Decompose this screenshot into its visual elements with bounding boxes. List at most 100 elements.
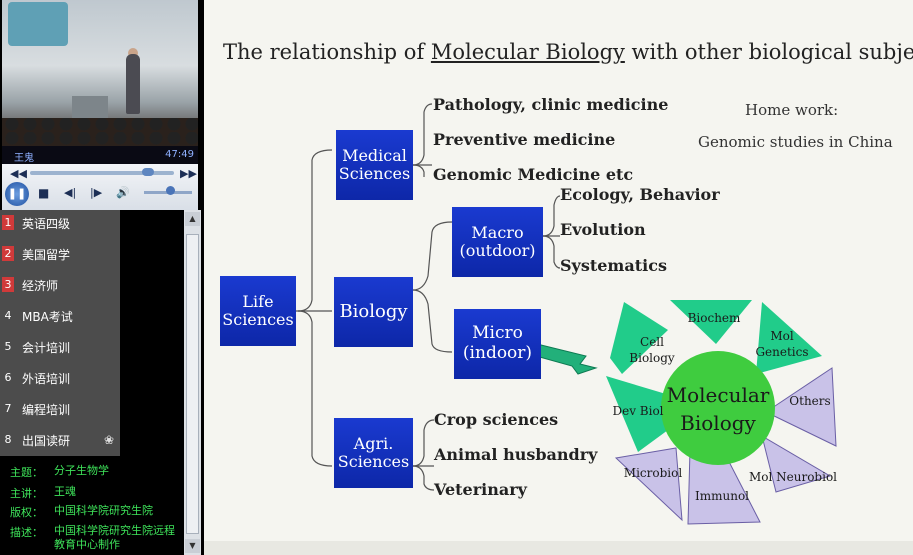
- podium: [72, 96, 108, 118]
- volume-icon[interactable]: 🔊: [116, 186, 130, 199]
- medical-item: Pathology, clinic medicine: [433, 95, 669, 114]
- homework-item: Genomic studies in China: [698, 133, 893, 151]
- medical-item: Preventive medicine: [433, 130, 616, 149]
- playlist-item[interactable]: 5 会计培训: [0, 336, 120, 367]
- playlist-item-label: MBA考试: [22, 310, 73, 324]
- video-frame[interactable]: [2, 0, 198, 146]
- info-bar: 王鬼 47:49: [2, 146, 198, 164]
- petal-label: Others: [789, 394, 830, 408]
- macro-item: Evolution: [560, 220, 646, 239]
- copyright-value: 中国科学院研究生院: [54, 504, 153, 517]
- lecturer-key: 主讲：: [10, 487, 43, 500]
- seek-bar[interactable]: [30, 171, 174, 175]
- pause-button[interactable]: ❚❚: [5, 182, 29, 206]
- fast-forward-icon[interactable]: ▶▶: [180, 167, 197, 180]
- petal-label: Biochem: [688, 311, 741, 325]
- playlist-gutter: [120, 210, 182, 456]
- lecture-hall-screen: [8, 2, 68, 46]
- lecturer-value: 王魂: [54, 485, 76, 498]
- next-icon[interactable]: |▶: [90, 186, 103, 199]
- medical-item: Genomic Medicine etc: [433, 165, 634, 184]
- macro-box: Macro (outdoor): [452, 207, 543, 277]
- playlist-item-number: 8: [4, 433, 12, 446]
- previous-icon[interactable]: ◀|: [64, 186, 77, 199]
- playlist-item-label: 会计培训: [22, 341, 71, 355]
- topic-key: 主题：: [10, 466, 43, 479]
- playlist-item[interactable]: 8 出国读研: [0, 429, 120, 460]
- player-controls: ◀◀ ▶▶ ❚❚ ■ ◀| |▶ 🔊: [2, 164, 198, 210]
- mol-genetics-petal: [756, 302, 822, 374]
- scroll-down-icon[interactable]: ▼: [185, 539, 200, 553]
- agri-item: Animal husbandry: [434, 445, 598, 464]
- cell-biology-petal: [610, 302, 668, 374]
- center-label-1: Molecular: [667, 383, 770, 407]
- playlist-item[interactable]: 1 英语四级: [0, 212, 120, 243]
- playlist-item-number: 5: [4, 340, 12, 353]
- petal-label: Microbiol: [624, 466, 683, 480]
- description-value: 中国科学院研究生院远程教育中心制作: [54, 524, 175, 551]
- playlist-item-number: 6: [4, 371, 12, 384]
- playlist-item-label: 出国读研: [22, 434, 71, 448]
- others-petal: [761, 434, 832, 493]
- elapsed-time: 47:49: [165, 149, 194, 160]
- audience: [2, 118, 198, 146]
- agri-sciences-box: Agri. Sciences: [334, 418, 413, 488]
- petal-label: Cell: [640, 335, 664, 349]
- microbiol-petal: [606, 376, 668, 452]
- dev-biol-petal: [764, 367, 837, 447]
- macro-item: Ecology, Behavior: [560, 185, 720, 204]
- playlist-item-number: 2: [2, 246, 14, 261]
- title-prefix: The relationship of: [223, 40, 431, 64]
- playlist-item[interactable]: 4 MBA考试: [0, 305, 120, 336]
- playlist-item-label: 编程培训: [22, 403, 71, 417]
- stop-icon[interactable]: ■: [38, 186, 50, 200]
- petal-label: Immunol: [695, 489, 749, 503]
- description-key: 描述：: [10, 526, 43, 539]
- molecular-biology-center: [661, 351, 775, 465]
- title-suffix: with other biological subjects: [631, 40, 913, 64]
- playlist-item[interactable]: 3 经济师: [0, 274, 120, 305]
- slide-bottom-bar: [204, 541, 913, 555]
- playlist-item[interactable]: 6 外语培训: [0, 367, 120, 398]
- scroll-up-icon[interactable]: ▲: [185, 212, 200, 226]
- playlist-item[interactable]: 2 美国留学: [0, 243, 120, 274]
- petal-label: Mol Neurobiol: [749, 470, 837, 484]
- homework-heading: Home work:: [745, 101, 839, 119]
- course-info: 主题：分子生物学 主讲：王魂 版权：中国科学院研究生院 描述：中国科学院研究生院…: [0, 458, 184, 555]
- scroll-thumb[interactable]: [186, 234, 199, 534]
- playlist-item-label: 英语四级: [22, 217, 71, 231]
- title-subject: Molecular Biology: [430, 40, 625, 64]
- molecular-biology-diagram: Molecular Biology CellBiologyBiochemMolG…: [606, 300, 837, 525]
- petal-label: Mol: [770, 329, 794, 343]
- micro-box: Micro (indoor): [454, 309, 541, 379]
- speaker-head: [128, 48, 138, 58]
- playlist-item-label: 外语培训: [22, 372, 71, 386]
- petal-label: Genetics: [755, 345, 808, 359]
- agri-item: Veterinary: [434, 480, 527, 499]
- paw-icon[interactable]: ❀: [104, 433, 115, 447]
- playlist-item-label: 美国留学: [22, 248, 71, 262]
- immunol-petal: [614, 447, 683, 522]
- petal-label: Biology: [629, 351, 675, 365]
- playlist-item-number: 4: [4, 309, 12, 322]
- biochem-petal: [670, 300, 752, 344]
- medical-sciences-box: Medical Sciences: [336, 130, 413, 200]
- life-sciences-box: Life Sciences: [220, 276, 296, 346]
- biology-box: Biology: [334, 277, 413, 347]
- playlist-item-number: 1: [2, 215, 14, 230]
- playlist-item-number: 3: [2, 277, 14, 292]
- seek-handle[interactable]: [142, 168, 155, 176]
- speaker-name: 王鬼: [14, 153, 34, 164]
- slide-title: The relationship of Molecular Biology wi…: [223, 40, 913, 64]
- playlist-item-label: 经济师: [22, 279, 59, 293]
- lecture-slide: The relationship of Molecular Biology wi…: [204, 0, 913, 555]
- petal-label: Dev Biol: [612, 404, 663, 418]
- playlist-scrollbar[interactable]: ▲ ▼: [184, 210, 201, 555]
- topic-value: 分子生物学: [54, 464, 109, 477]
- volume-handle[interactable]: [166, 186, 176, 195]
- macro-item: Systematics: [560, 256, 667, 275]
- rewind-icon[interactable]: ◀◀: [10, 167, 27, 180]
